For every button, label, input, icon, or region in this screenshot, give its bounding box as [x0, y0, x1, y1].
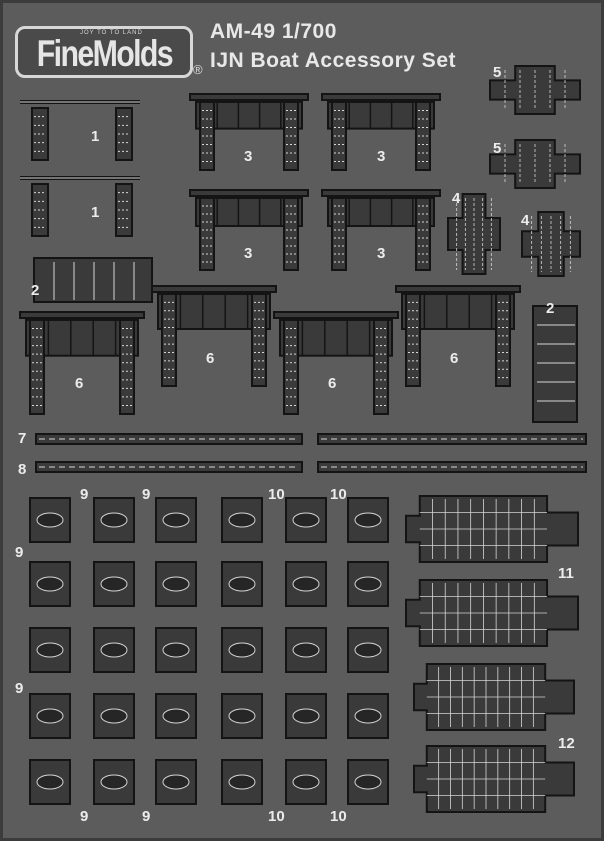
finemolds-logo: JOY TO TO LAND FineMolds — [15, 26, 193, 78]
part-number-label: 1 — [91, 128, 100, 145]
boat-cradle-hole — [354, 774, 382, 790]
ladder-frame — [283, 319, 299, 415]
part-number-label: 12 — [558, 735, 575, 752]
part-number-label: 9 — [15, 544, 24, 561]
boat-cradle-hole — [100, 774, 128, 790]
part-number-label: 3 — [244, 245, 253, 262]
boat-cradle-hole — [36, 576, 64, 592]
boat-cradle-hole — [292, 708, 320, 724]
boat-cradle-hole — [100, 576, 128, 592]
part-number-label: 4 — [452, 190, 461, 207]
product-code: AM-49 1/700 — [210, 20, 337, 43]
boat-cradle-hole — [354, 512, 382, 528]
part-number-label: 9 — [80, 808, 89, 825]
boat-cradle-hole — [100, 708, 128, 724]
boat-cradle-hole — [36, 512, 64, 528]
part-number-label: 6 — [75, 375, 84, 392]
part-number-label: 9 — [15, 680, 24, 697]
ladder-frame — [373, 319, 389, 415]
ladder-frame — [161, 293, 177, 387]
boat-cradle-hole — [36, 708, 64, 724]
part-number-label: 7 — [18, 430, 27, 447]
boat-cradle-hole — [162, 642, 190, 658]
part-number-label: 6 — [206, 350, 215, 367]
ladder-frame — [251, 293, 267, 387]
part-number-label: 11 — [558, 565, 574, 582]
davit-bar — [19, 311, 145, 319]
boat-cradle-hole — [100, 512, 128, 528]
product-name: IJN Boat Accessory Set — [210, 49, 456, 72]
part-number-label: 10 — [330, 808, 347, 825]
part-number-label: 2 — [31, 282, 40, 299]
boat-cradle-hole — [36, 774, 64, 790]
part-number-label: 2 — [546, 300, 555, 317]
part-number-label: 3 — [377, 148, 386, 165]
logo-wordmark: FineMolds — [36, 33, 174, 74]
part-number-label: 5 — [493, 140, 502, 157]
boat-cradle-hole — [100, 642, 128, 658]
boat-cradle-hole — [162, 512, 190, 528]
boat-cradle-hole — [162, 708, 190, 724]
part-number-label: 6 — [328, 375, 337, 392]
davit-bar — [189, 93, 309, 101]
boat-cradle-hole — [354, 576, 382, 592]
boat-cradle-hole — [162, 576, 190, 592]
davit-bar — [151, 285, 277, 293]
part-number-label: 1 — [91, 204, 100, 221]
ladder-frame — [283, 197, 299, 271]
boat-cradle-hole — [162, 774, 190, 790]
ladder-frame — [405, 293, 421, 387]
boat-cradle-hole — [228, 708, 256, 724]
part-number-label: 3 — [377, 245, 386, 262]
part-number-label: 10 — [330, 486, 347, 503]
part-number-label: 9 — [142, 486, 151, 503]
part-number-label: 5 — [493, 64, 502, 81]
ladder-frame — [29, 319, 45, 415]
boat-cradle-hole — [292, 576, 320, 592]
boat-cradle-hole — [228, 774, 256, 790]
part-number-label: 6 — [450, 350, 459, 367]
ladder-frame — [415, 197, 431, 271]
boat-cradle-hole — [354, 642, 382, 658]
boat-cradle-hole — [228, 512, 256, 528]
boat-cradle-hole — [292, 774, 320, 790]
boat-cradle-hole — [354, 708, 382, 724]
boat-cradle-hole — [36, 642, 64, 658]
part-number-label: 4 — [521, 212, 530, 229]
davit-bar — [321, 189, 441, 197]
boat-cradle-hole — [292, 512, 320, 528]
part-number-label: 9 — [142, 808, 151, 825]
logo-tagline: JOY TO TO LAND — [80, 30, 143, 36]
part-number-label: 10 — [268, 486, 285, 503]
part-number-label: 10 — [268, 808, 285, 825]
part-number-label: 8 — [18, 461, 27, 478]
davit-bar — [273, 311, 399, 319]
davit-bar — [321, 93, 441, 101]
ladder-frame — [331, 197, 347, 271]
davit-bar — [189, 189, 309, 197]
ladder-frame — [119, 319, 135, 415]
boat-cradle-hole — [292, 642, 320, 658]
boat-cradle-hole — [228, 576, 256, 592]
registered-mark: ® — [193, 62, 203, 77]
ladder-frame — [495, 293, 511, 387]
boat-cradle-hole — [228, 642, 256, 658]
part-number-label: 3 — [244, 148, 253, 165]
railing-part — [532, 305, 578, 423]
davit-bar — [395, 285, 521, 293]
ladder-frame — [199, 197, 215, 271]
part-number-label: 9 — [80, 486, 89, 503]
